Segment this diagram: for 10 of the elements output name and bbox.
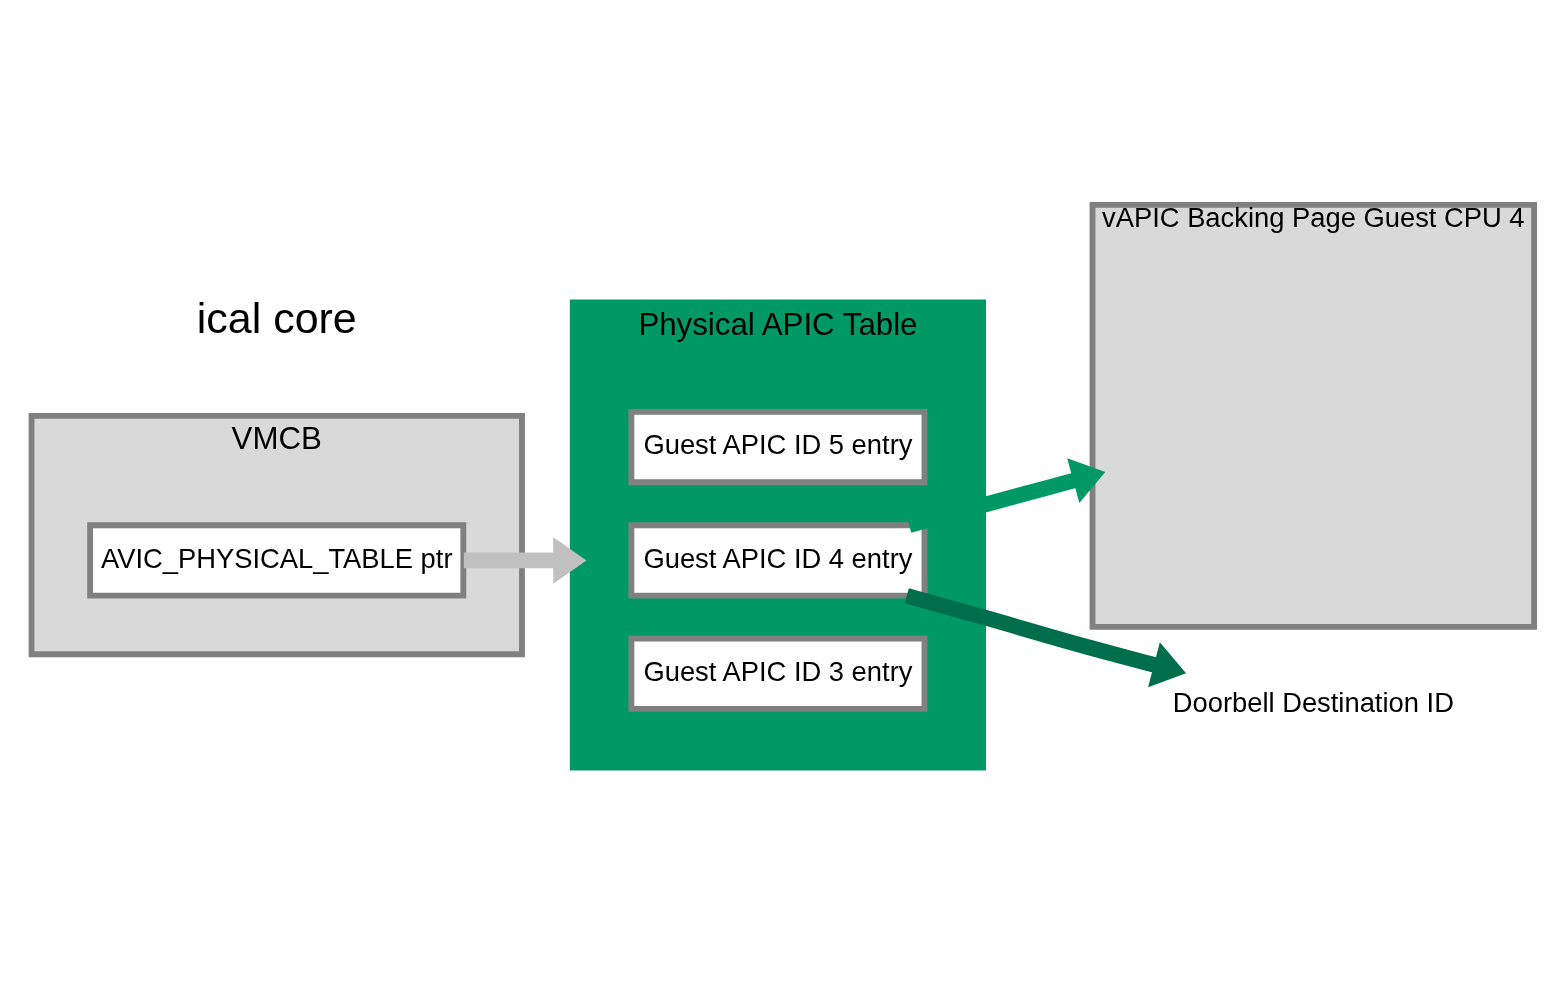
arrow [904,587,1187,687]
node-box: AVIC_PHYSICAL_TABLE ptr [87,521,467,599]
node-box: Guest APIC ID 4 entry [628,521,928,599]
node-text: Doorbell Destination ID [1172,686,1454,718]
node-box: Guest APIC ID 3 entry [628,635,928,712]
arrow [907,457,1106,533]
arrow [463,536,587,584]
node-box: Guest APIC ID 5 entry [628,408,928,485]
label: ical core [196,293,357,342]
node-box: vAPIC Backing Page Guest CPU 4 [1089,201,1538,630]
